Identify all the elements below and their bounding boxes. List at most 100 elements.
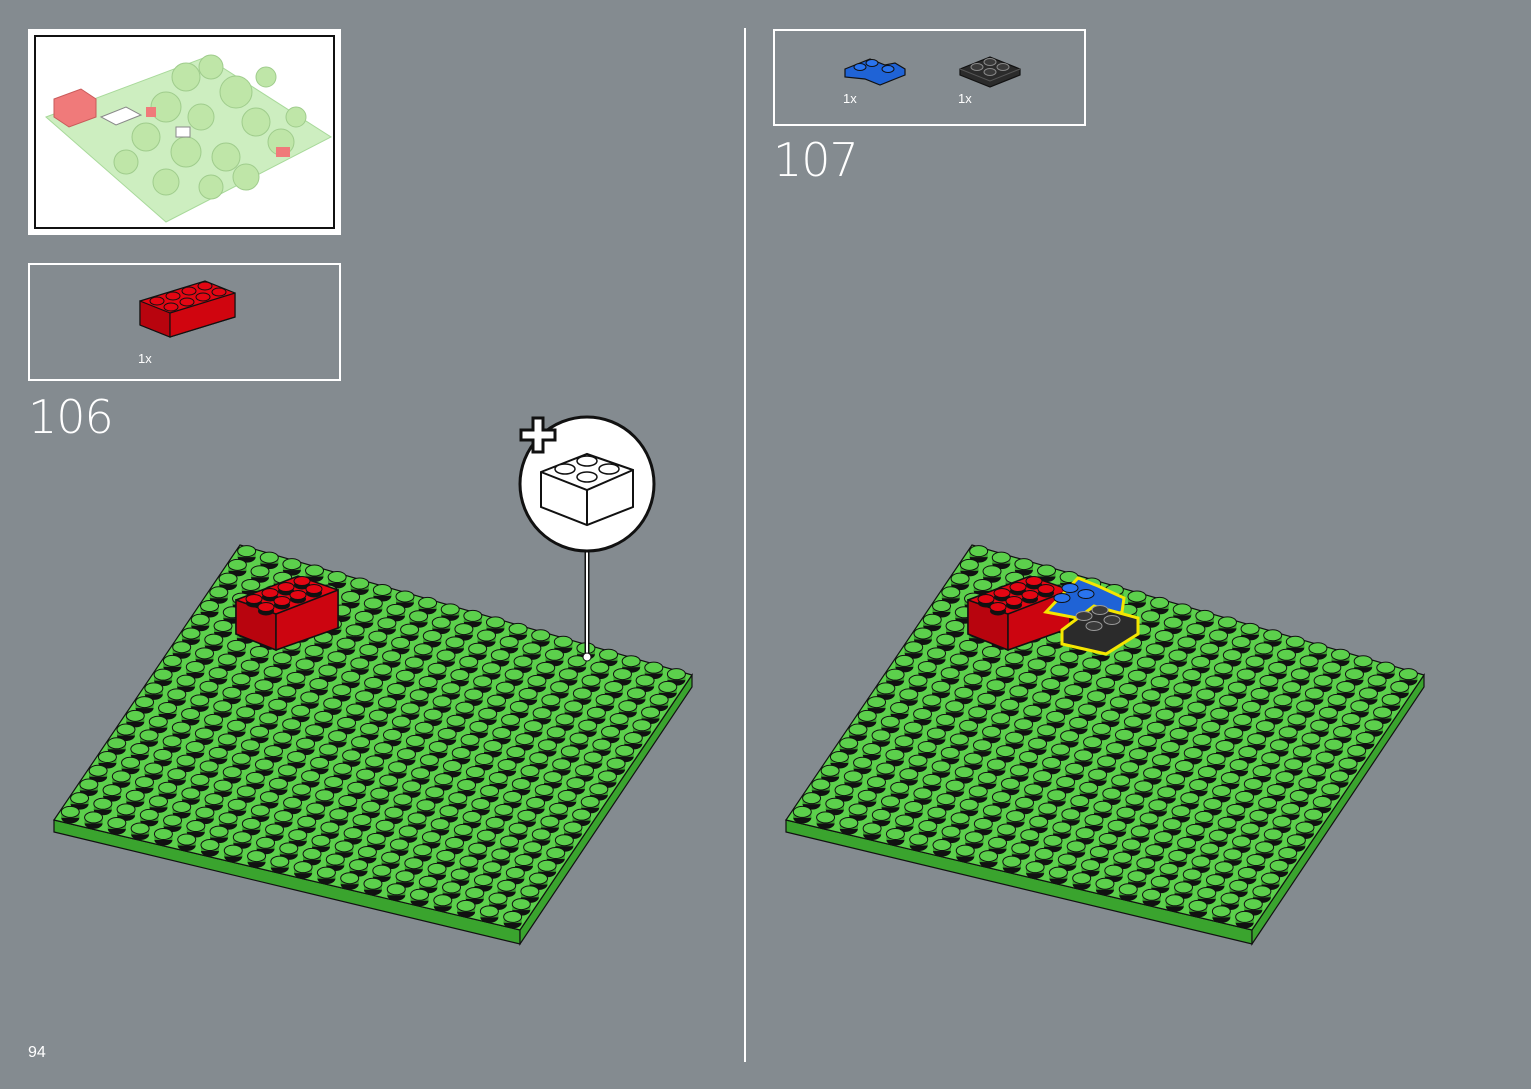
baseplate-stud xyxy=(995,665,1015,684)
baseplate-stud xyxy=(268,777,288,796)
baseplate-stud xyxy=(1321,783,1341,801)
baseplate-stud xyxy=(527,674,547,693)
baseplate-stud xyxy=(454,623,474,641)
baseplate-stud xyxy=(102,784,122,802)
baseplate-stud xyxy=(503,910,523,929)
baseplate-stud xyxy=(1292,745,1312,763)
baseplate-stud xyxy=(171,721,191,740)
baseplate-stud xyxy=(473,675,493,693)
baseplate-stud xyxy=(954,686,974,705)
baseplate-stud xyxy=(564,700,584,718)
baseplate-stud xyxy=(1084,813,1104,832)
baseplate-stud xyxy=(494,803,514,822)
baseplate-stud xyxy=(223,844,243,863)
baseplate-stud xyxy=(107,816,127,835)
baseplate-stud xyxy=(355,690,375,708)
step-106-illustration xyxy=(53,544,693,946)
baseplate-stud xyxy=(1066,840,1086,858)
baseplate-stud xyxy=(982,804,1002,822)
baseplate-stud xyxy=(250,725,270,744)
baseplate-stud xyxy=(979,850,999,868)
baseplate-stud xyxy=(172,800,192,819)
baseplate-stud xyxy=(1046,710,1066,729)
baseplate-stud xyxy=(1041,677,1061,696)
baseplate-stud xyxy=(283,796,303,815)
baseplate-stud xyxy=(302,847,322,866)
baseplate-stud xyxy=(227,639,247,658)
step-107-parts-box: 1x 1x xyxy=(773,29,1086,126)
baseplate-stud xyxy=(194,727,214,745)
baseplate-stud xyxy=(316,866,336,885)
baseplate-stud xyxy=(618,700,638,718)
baseplate-stud xyxy=(862,822,882,840)
baseplate-stud xyxy=(357,845,377,864)
baseplate-stud xyxy=(125,709,145,728)
baseplate-stud xyxy=(337,716,357,735)
baseplate-stud xyxy=(1290,668,1310,686)
step-107-illustration xyxy=(785,544,1425,946)
baseplate-stud xyxy=(181,787,201,805)
baseplate-stud xyxy=(1127,590,1147,608)
baseplate-stud xyxy=(350,657,370,675)
baseplate-stud xyxy=(1327,693,1347,712)
baseplate-stud xyxy=(1145,844,1165,862)
baseplate-stud xyxy=(955,844,975,863)
step-number: 106 xyxy=(28,390,114,444)
baseplate-stud xyxy=(848,723,868,742)
baseplate-stud xyxy=(240,739,260,757)
baseplate-stud xyxy=(342,749,362,767)
baseplate-stud xyxy=(350,577,370,595)
baseplate-stud xyxy=(1233,713,1253,732)
baseplate-stud xyxy=(1227,681,1247,700)
baseplate-stud xyxy=(487,694,507,713)
baseplate-stud xyxy=(991,551,1011,570)
baseplate-stud xyxy=(991,791,1011,809)
page-number: 94 xyxy=(28,1044,46,1061)
baseplate-stud xyxy=(231,752,251,771)
baseplate-stud xyxy=(1329,770,1349,788)
baseplate-stud xyxy=(1331,648,1351,667)
baseplate-stud xyxy=(468,642,488,661)
baseplate-stud xyxy=(1025,861,1045,879)
baseplate-stud xyxy=(433,894,453,912)
baseplate-stud xyxy=(504,668,524,687)
baseplate-stud xyxy=(1034,847,1054,866)
baseplate-stud xyxy=(200,839,220,857)
baseplate-stud xyxy=(1304,687,1324,705)
baseplate-stud xyxy=(1277,648,1297,667)
baseplate-stud xyxy=(347,781,367,800)
baseplate-stud xyxy=(153,827,173,846)
baseplate-stud xyxy=(1165,894,1185,912)
baseplate-stud xyxy=(977,771,997,790)
step-106-parts-box: 1x xyxy=(28,263,341,381)
baseplate-stud xyxy=(552,758,572,776)
baseplate-stud xyxy=(116,723,136,742)
baseplate-stud xyxy=(1220,892,1240,911)
baseplate-stud xyxy=(1313,674,1333,693)
baseplate-stud xyxy=(558,668,578,686)
baseplate-stud xyxy=(555,713,575,731)
baseplate-stud xyxy=(816,811,836,829)
baseplate-stud xyxy=(263,745,283,763)
baseplate-stud xyxy=(1037,724,1057,742)
finished-model-preview-icon xyxy=(34,35,335,229)
baseplate-stud xyxy=(250,565,270,583)
baseplate-stud xyxy=(240,659,260,678)
page-divider xyxy=(744,28,746,1062)
baseplate-stud xyxy=(465,886,485,905)
baseplate-stud xyxy=(986,758,1006,776)
baseplate-stud xyxy=(327,651,347,669)
baseplate-stud xyxy=(848,803,868,821)
baseplate-stud xyxy=(1142,888,1162,907)
baseplate-stud xyxy=(560,745,580,763)
baseplate-stud xyxy=(1285,635,1305,654)
baseplate-stud xyxy=(1296,700,1316,718)
baseplate-stud xyxy=(1089,845,1109,864)
baseplate-stud xyxy=(60,805,80,824)
baseplate-stud xyxy=(537,859,557,878)
baseplate-stud xyxy=(366,832,386,851)
baseplate-stud xyxy=(1364,719,1384,737)
baseplate-stud xyxy=(1211,905,1231,923)
baseplate-stud xyxy=(1128,748,1148,766)
